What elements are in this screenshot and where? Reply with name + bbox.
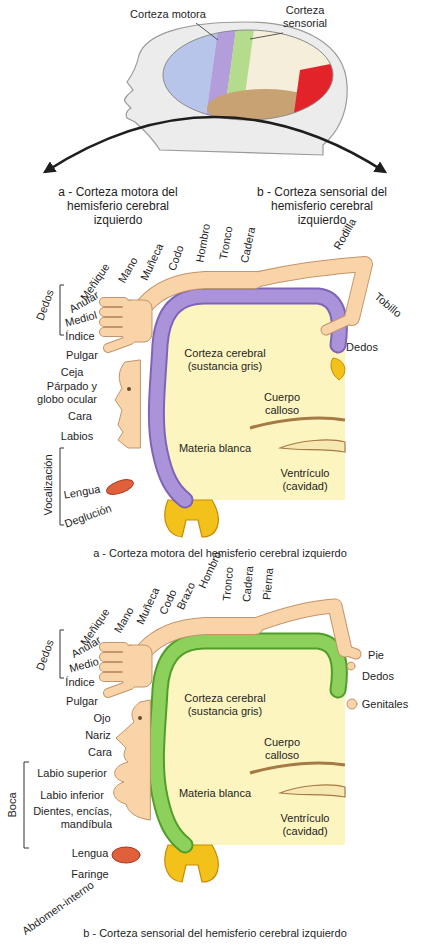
panel-label: b - Corteza sensorial del hemisferio cer… — [252, 186, 392, 227]
structure-label: Materia blanca — [179, 787, 251, 800]
body-part-label: Pie — [368, 649, 384, 662]
body-part-label: Labio superior — [37, 767, 107, 780]
body-part-label: Hombro — [193, 223, 212, 264]
body-part-label: Mano — [116, 255, 141, 285]
body-part-label: Tronco — [217, 225, 235, 261]
body-part-label: Brazo — [174, 580, 198, 611]
body-part-label: Deglución — [63, 502, 113, 531]
body-part-label: Dedos — [362, 670, 394, 683]
body-part-label: Boca — [6, 792, 19, 817]
body-part-label: Muñeca — [138, 242, 166, 283]
body-part-label: Vocalización — [42, 454, 55, 515]
body-part-label: Ceja — [61, 366, 84, 379]
structure-label: Ventrículo (cavidad) — [270, 467, 340, 492]
sensory-section — [24, 606, 357, 882]
body-part-label: Índice — [65, 676, 94, 689]
body-part-label: Lengua — [63, 483, 101, 502]
leader-line — [250, 33, 283, 39]
body-part-label: Lengua — [72, 847, 109, 860]
body-part-label: Medio — [68, 655, 100, 675]
body-part-label: Dientes, encías, mandíbula — [28, 805, 112, 830]
sensory-homunculus — [104, 606, 357, 863]
callout-label: Corteza sensorial — [278, 4, 333, 29]
structure-label: Corteza cerebral (sustancia gris) — [173, 347, 278, 372]
body-part-label: Ojo — [93, 712, 110, 725]
body-part-label: Nariz — [85, 729, 111, 742]
body-part-label: Índice — [65, 330, 94, 343]
structure-label: Cuerpo calloso — [252, 736, 312, 761]
body-part-label: Faringe — [71, 868, 108, 881]
body-part-label: Dedos — [34, 288, 57, 322]
body-part-label: Pulgar — [66, 349, 98, 362]
body-part-label: Dedos — [34, 638, 57, 672]
body-part-label: Tronco — [220, 567, 236, 602]
structure-label: Ventrículo (cavidad) — [270, 812, 340, 837]
body-part-label: Pulgar — [66, 695, 98, 708]
body-part-label: Dedos — [346, 341, 378, 354]
body-part-label: Labios — [61, 430, 93, 443]
body-part-label: Cara — [68, 410, 92, 423]
callout-label: Corteza motora — [130, 8, 206, 21]
body-part-label: Genitales — [362, 698, 408, 711]
body-part-label: Cadera — [240, 565, 256, 602]
body-part-label: Cara — [88, 746, 112, 759]
brain-lobes — [150, 0, 350, 160]
panel-label: a - Corteza motora del hemisferio cerebr… — [54, 186, 182, 227]
structure-label: Materia blanca — [179, 442, 251, 455]
structure-label: Corteza cerebral (sustancia gris) — [173, 692, 278, 717]
structure-label: Cuerpo calloso — [252, 391, 312, 416]
body-part-label: Párpado y globo ocular — [27, 380, 97, 405]
leader-line — [196, 23, 218, 40]
split-arrow — [45, 117, 385, 172]
body-part-label: Labio inferior — [40, 789, 104, 802]
body-part-label: Cadera — [238, 226, 258, 264]
body-part-label: Mano — [112, 605, 137, 635]
body-part-label: Mediol — [64, 309, 99, 330]
body-part-label: Codo — [166, 243, 187, 272]
caption: b - Corteza sensorial del hemisferio cer… — [83, 927, 347, 940]
motor-homunculus — [104, 264, 365, 497]
motor-section — [60, 264, 365, 537]
body-part-label: Pierna — [260, 568, 275, 601]
body-part-label: Tobillo — [372, 290, 404, 320]
